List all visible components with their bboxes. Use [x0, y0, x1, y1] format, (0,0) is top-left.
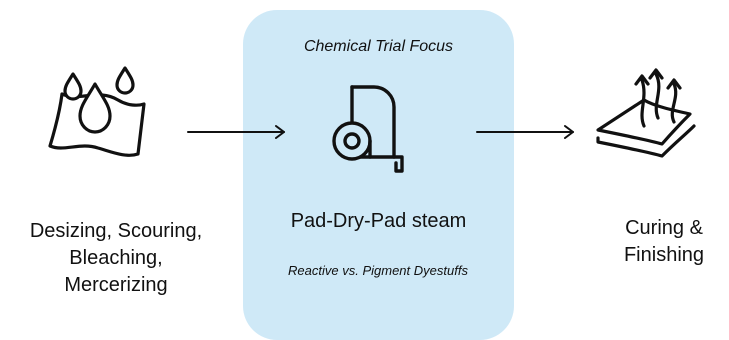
chemical-trial-focus-panel	[243, 10, 514, 340]
step-label-finishing: Curing & Finishing	[600, 215, 728, 269]
step-label-preparation: Desizing, Scouring, Bleaching, Mercerizi…	[0, 218, 232, 299]
finishing-label-line-2: Finishing	[623, 244, 705, 266]
preparation-label-line-2: Bleaching,	[69, 247, 163, 269]
water-drops-on-fabric-icon	[40, 62, 150, 167]
focus-panel-note: Reactive vs. Pigment Dyestuffs	[288, 263, 468, 278]
focus-panel-title: Chemical Trial Focus	[303, 38, 454, 55]
arrow-dyeing-to-finishing	[476, 122, 577, 142]
preparation-label-line-1: Desizing, Scouring,	[29, 220, 203, 242]
heated-fabric-layers-icon	[592, 68, 710, 178]
arrow-preparation-to-dyeing	[187, 122, 288, 142]
preparation-label-line-3: Mercerizing	[64, 274, 168, 296]
fabric-roll-icon	[330, 83, 425, 175]
finishing-label-line-1: Curing &	[625, 217, 703, 239]
step-label-dyeing: Pad-Dry-Pad steam	[290, 210, 467, 232]
process-flow-diagram: Chemical Trial Focus	[0, 10, 728, 340]
